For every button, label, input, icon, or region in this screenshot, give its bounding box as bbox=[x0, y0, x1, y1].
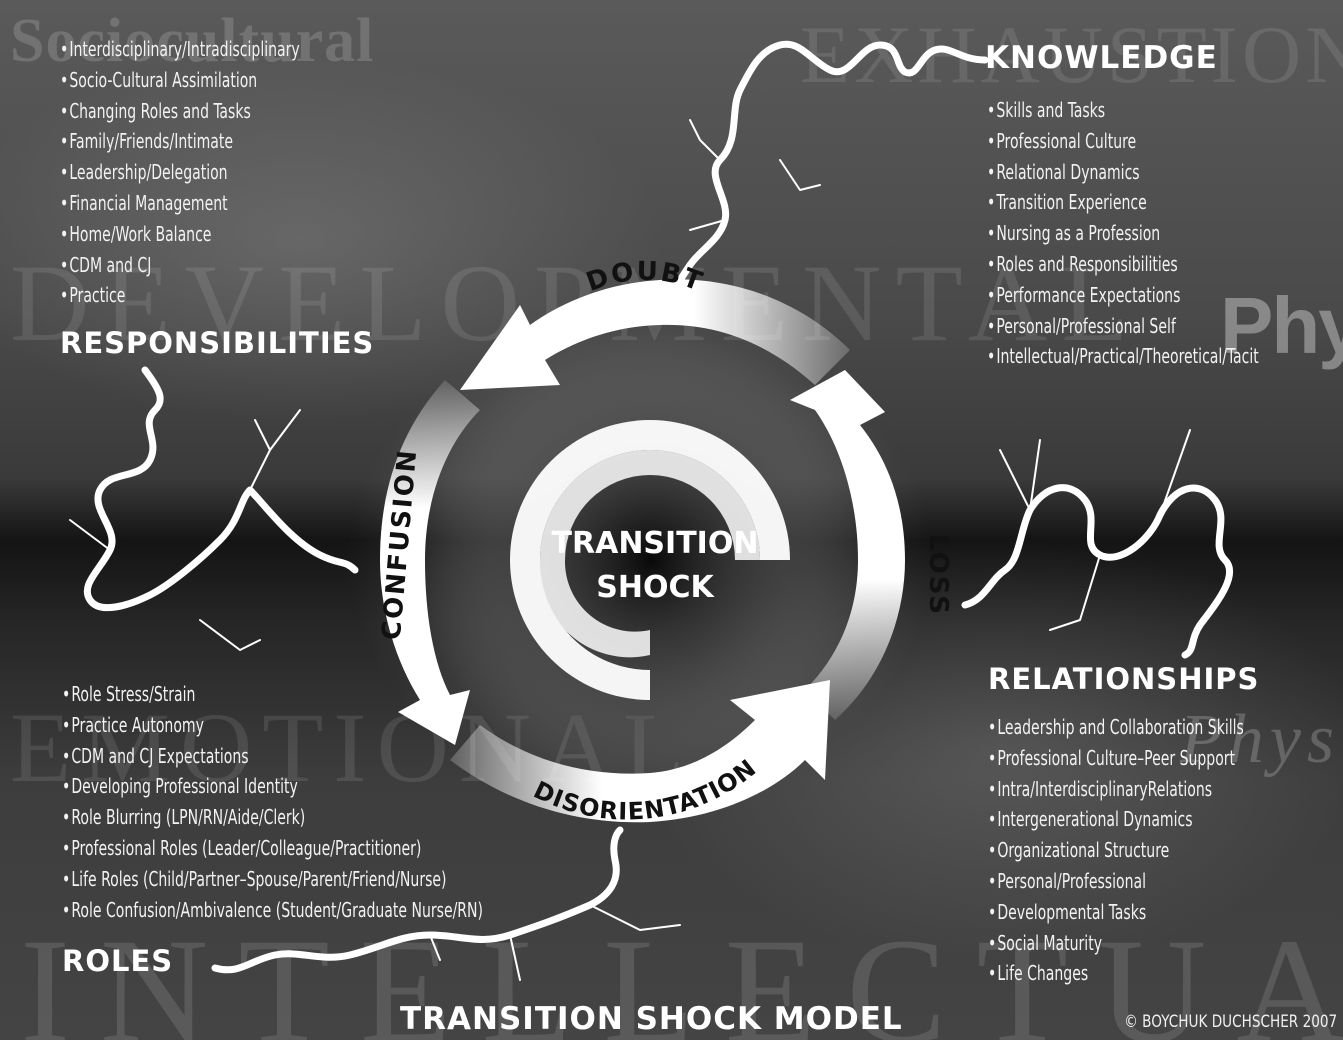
copyright-notice: © BOYCHUK DUCHSCHER 2007 bbox=[1124, 1012, 1337, 1032]
confusion-arrow bbox=[380, 380, 480, 745]
responsibilities-list: Interdisciplinary/Intradisciplinary Soci… bbox=[60, 34, 367, 311]
relationships-heading: RELATIONSHIPS bbox=[988, 662, 1260, 696]
list-item: Organizational Structure bbox=[988, 835, 1244, 866]
doubt-arrow bbox=[460, 279, 850, 390]
list-item: Personal/Professional Self bbox=[987, 311, 1259, 342]
model-title: TRANSITION SHOCK MODEL bbox=[400, 1001, 903, 1037]
list-item: CDM and CJ bbox=[60, 250, 300, 281]
list-item: CDM and CJ Expectations bbox=[62, 741, 483, 772]
list-item: Developing Professional Identity bbox=[62, 771, 483, 802]
list-item: Roles and Responsibilities bbox=[987, 249, 1259, 280]
list-item: Home/Work Balance bbox=[60, 219, 300, 250]
list-item: Family/Friends/Intimate bbox=[60, 126, 300, 157]
list-item: Role Confusion/Ambivalence (Student/Grad… bbox=[62, 895, 483, 926]
relationships-list: Leadership and Collaboration Skills Prof… bbox=[988, 712, 1316, 989]
list-item: Professional Culture–Peer Support bbox=[988, 743, 1244, 774]
list-item: Leadership and Collaboration Skills bbox=[988, 712, 1243, 743]
roles-list: Role Stress/Strain Practice Autonomy CDM… bbox=[62, 679, 602, 925]
list-item: Intergenerational Dynamics bbox=[988, 804, 1244, 835]
list-item: Personal/Professional bbox=[988, 866, 1244, 897]
list-item: Skills and Tasks bbox=[987, 95, 1259, 126]
spiral-shadow bbox=[420, 330, 880, 790]
list-item: Transition Experience bbox=[987, 187, 1259, 218]
list-item: Practice bbox=[60, 280, 300, 311]
list-item: Financial Management bbox=[60, 188, 300, 219]
list-item: Interdisciplinary/Intradisciplinary bbox=[60, 34, 299, 65]
list-item: Nursing as a Profession bbox=[987, 218, 1259, 249]
roles-heading: ROLES bbox=[62, 944, 174, 978]
responsibilities-heading: RESPONSIBILITIES bbox=[60, 326, 375, 360]
stream-lines bbox=[69, 40, 1234, 981]
list-item: Social Maturity bbox=[988, 928, 1244, 959]
list-item: Relational Dynamics bbox=[987, 157, 1259, 188]
knowledge-list: Skills and Tasks Professional Culture Re… bbox=[987, 95, 1335, 372]
list-item: Intellectual/Practical/Theoretical/Tacit bbox=[987, 341, 1258, 372]
list-item: Role Stress/Strain bbox=[62, 679, 483, 710]
watermark-exhaustion: EXHAUSTION bbox=[800, 9, 1343, 100]
list-item: Performance Expectations bbox=[987, 280, 1259, 311]
list-item: Life Changes bbox=[988, 958, 1244, 989]
list-item: Leadership/Delegation bbox=[60, 157, 300, 188]
list-item: Socio-Cultural Assimilation bbox=[60, 65, 300, 96]
list-item: Role Blurring (LPN/RN/Aide/Clerk) bbox=[62, 802, 483, 833]
list-item: Professional Roles (Leader/Colleague/Pra… bbox=[62, 833, 483, 864]
disorientation-arrow bbox=[450, 680, 830, 823]
list-item: Intra/InterdisciplinaryRelations bbox=[988, 774, 1244, 805]
loss-arrow bbox=[790, 370, 905, 720]
center-title-line2: SHOCK bbox=[596, 570, 715, 605]
list-item: Developmental Tasks bbox=[988, 897, 1244, 928]
list-item: Changing Roles and Tasks bbox=[60, 96, 300, 127]
loss-label: LOSS bbox=[923, 534, 953, 616]
knowledge-heading: KNOWLEDGE bbox=[985, 40, 1218, 76]
center-title-line1: TRANSITION bbox=[552, 526, 759, 561]
list-item: Practice Autonomy bbox=[62, 710, 483, 741]
list-item: Life Roles (Child/Partner–Spouse/Parent/… bbox=[62, 864, 483, 895]
list-item: Professional Culture bbox=[987, 126, 1259, 157]
